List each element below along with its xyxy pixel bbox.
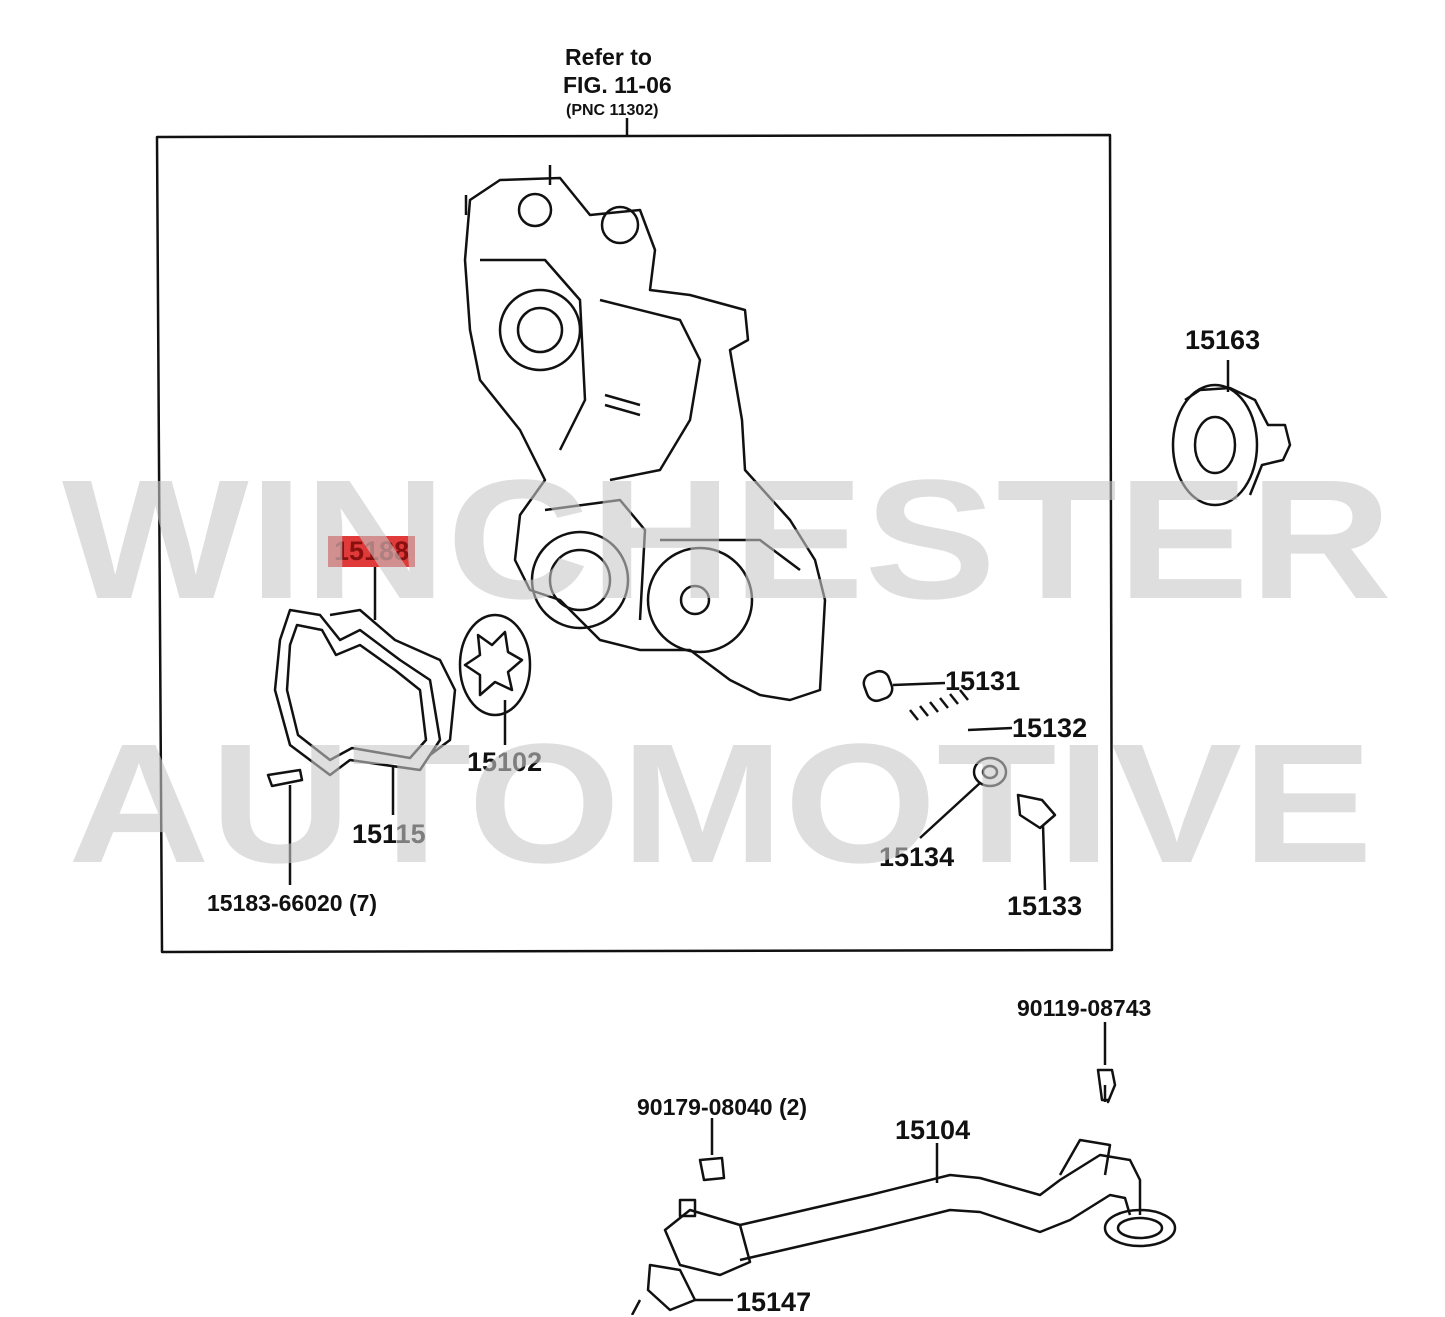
oil-strainer-drawing [630,1068,1177,1315]
part-label-15183-66020[interactable]: 15183-66020 (7) [207,890,378,916]
part-label-15102[interactable]: 15102 [467,747,543,777]
part-label-15115[interactable]: 15115 [352,819,426,849]
part-label-15133[interactable]: 15133 [1007,891,1083,921]
oil-pump-rotor-drawing [458,613,532,717]
timing-cover-drawing [463,165,827,702]
part-label-15131[interactable]: 15131 [945,666,1021,696]
part-label-15163[interactable]: 15163 [1185,325,1261,355]
relief-valve-drawing [862,669,1057,891]
part-label-15188-highlighted[interactable]: 15188 [328,536,416,567]
part-label-90179-08040[interactable]: 90179-08040 (2) [637,1094,808,1120]
gear-15163-drawing [1171,360,1292,507]
reference-line3: (PNC 11302) [566,102,659,119]
reference-line2: FIG. 11-06 [563,72,672,98]
part-label-15134[interactable]: 15134 [879,842,955,872]
part-label-15147[interactable]: 15147 [736,1287,812,1317]
oil-pump-cover-drawing [273,608,457,777]
bolt-15183-drawing [266,768,304,788]
part-label-15132[interactable]: 15132 [1012,713,1088,743]
diagram-frame [155,133,1114,954]
part-label-15104[interactable]: 15104 [895,1115,971,1145]
reference-line1: Refer to [565,44,652,70]
part-label-90119-08743[interactable]: 90119-08743 [1017,995,1152,1021]
